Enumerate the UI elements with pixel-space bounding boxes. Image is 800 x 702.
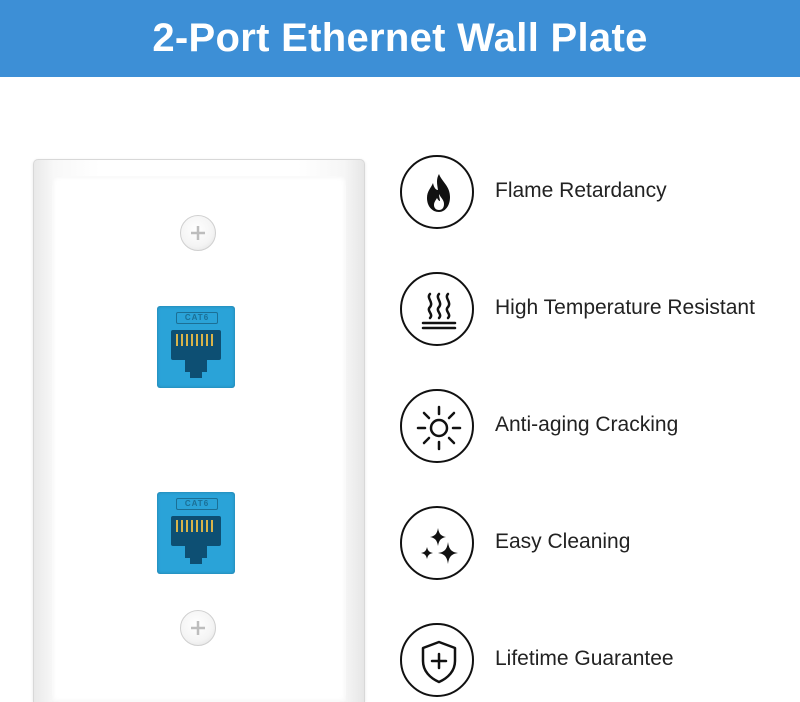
wall-plate-image: CAT6 CAT6	[33, 159, 365, 702]
feature-lifetime-guarantee: Lifetime Guarantee	[400, 623, 800, 701]
heat-waves-icon	[400, 272, 474, 346]
ethernet-port-top: CAT6	[157, 306, 235, 388]
port-cat-label: CAT6	[176, 498, 218, 510]
feature-list: Flame Retardancy High Temperature Resist…	[400, 0, 800, 701]
shield-plus-icon	[400, 623, 474, 697]
ethernet-port-bottom: CAT6	[157, 492, 235, 574]
feature-high-temperature: High Temperature Resistant	[400, 272, 800, 350]
sparkles-icon	[400, 506, 474, 580]
feature-label: High Temperature Resistant	[495, 296, 755, 319]
feature-flame-retardancy: Flame Retardancy	[400, 155, 800, 233]
top-screw-icon	[180, 215, 216, 251]
port-cat-label: CAT6	[176, 312, 218, 324]
feature-label: Easy Cleaning	[495, 530, 631, 553]
feature-label: Anti-aging Cracking	[495, 413, 679, 436]
page-title: 2-Port Ethernet Wall Plate	[152, 16, 648, 60]
feature-label: Lifetime Guarantee	[495, 647, 674, 670]
feature-label: Flame Retardancy	[495, 179, 667, 202]
flame-icon	[400, 155, 474, 229]
bottom-screw-icon	[180, 610, 216, 646]
title-banner: 2-Port Ethernet Wall Plate	[0, 0, 800, 77]
feature-anti-aging: Anti-aging Cracking	[400, 389, 800, 467]
sun-icon	[400, 389, 474, 463]
feature-easy-cleaning: Easy Cleaning	[400, 506, 800, 584]
